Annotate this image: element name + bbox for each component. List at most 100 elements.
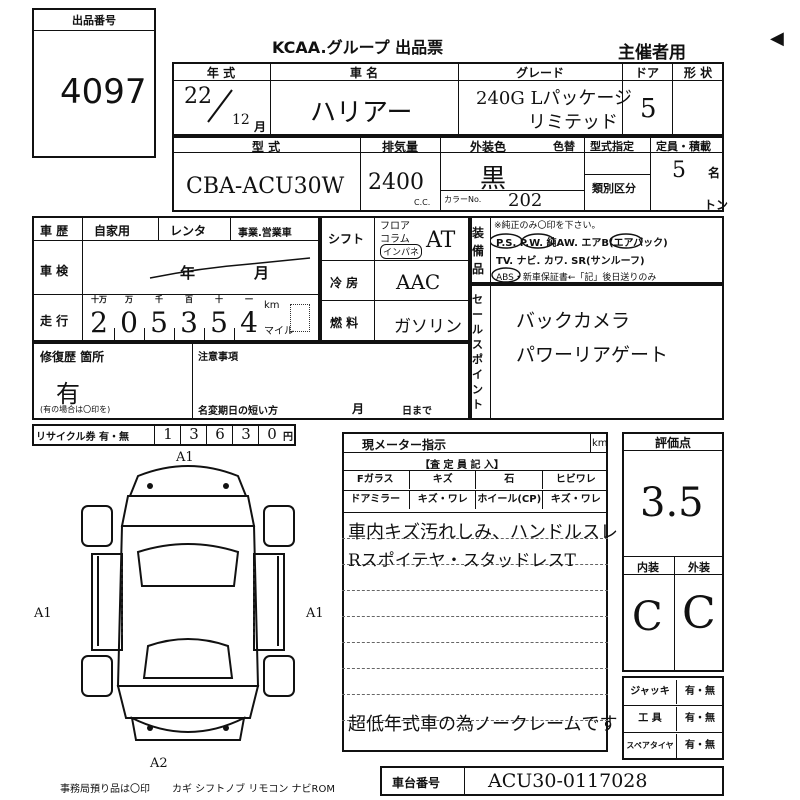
inspection-year-unit: 年 (180, 264, 196, 282)
tool-label-1: 工 具 (624, 707, 677, 731)
remark-ruling (342, 668, 608, 669)
history-label: 車 歴 (40, 224, 69, 238)
vehicle-diagram (81, 465, 295, 741)
year-value: 22 (184, 84, 212, 109)
remark-lines (342, 512, 608, 752)
mileage-digit-2: 5 (150, 306, 168, 339)
category-no-label: 類別区分 (592, 182, 636, 195)
damage-check-1: キズ (408, 470, 477, 489)
ac-value: AAC (396, 270, 441, 294)
equipment-circles (490, 233, 643, 283)
interior-value: C (632, 594, 663, 640)
remark-ruling (342, 720, 608, 721)
capacity-value: 5 (672, 158, 686, 183)
diagram-mark-front: A1 (176, 450, 194, 465)
corner-mark: ◀ (770, 28, 784, 49)
diagram-mark-rear: A2 (150, 756, 168, 771)
year-month-unit: 月 (254, 120, 267, 134)
sales-point-box (470, 284, 724, 420)
usage-option-private: 自家用 (94, 224, 131, 238)
keys-label: カギ シフトノブ リモコン ナビROM (172, 784, 335, 795)
doors-label: ドア (634, 66, 659, 80)
shift-label: シフト (328, 232, 365, 246)
remark-ruling (342, 590, 608, 591)
remark-line-3: 超低年式車の為ノークレームです (348, 714, 618, 735)
sales-point-vertical-label: セールスポイント (472, 293, 483, 411)
grade-label: グレード (515, 66, 564, 80)
color-value: 黒 (480, 164, 507, 194)
evaluation-score: 3.5 (640, 480, 704, 526)
recycle-digit-1: 3 (180, 424, 207, 444)
equipment-line3: ABS・新車保証書←「記」後日送りのみ (496, 273, 657, 283)
tool-value-1: 有・無 (685, 713, 715, 724)
shift-option-panel: インパネ (380, 244, 423, 259)
tool-value-0: 有・無 (685, 686, 715, 697)
displacement-label: 排気量 (381, 140, 418, 154)
ton-unit: トン (704, 198, 729, 212)
mileage-digit-4: 5 (210, 306, 228, 339)
remark-line-2: Rスポイテヤ・スタッドレスT (348, 551, 576, 571)
remark-ruling (342, 694, 608, 695)
tool-value-2: 有・無 (685, 740, 715, 751)
recycle-digit-2: 6 (206, 424, 233, 444)
lot-number: 4097 (60, 72, 147, 112)
inspection-month-unit: 月 (254, 264, 270, 282)
sales-point-item-1: バックカメラ (516, 310, 631, 332)
diagram-mark-left: A1 (34, 606, 52, 621)
ext-color-label: 外装色 (470, 140, 507, 154)
interior-label: 内装 (637, 561, 659, 574)
remark-ruling (342, 642, 608, 643)
recycle-label: リサイクル券 有・無 (36, 432, 129, 443)
equipment-line1: P.S. P.W. 純AW. エアB(エアバック) (496, 238, 668, 249)
person-unit: 名 (708, 166, 721, 180)
mileage-digit-5: 4 (240, 306, 258, 339)
mileage-unit-1: 万 (125, 295, 133, 304)
inspection-short-label: 名変期日の短い方 (198, 406, 278, 417)
year-month-value: 12 (232, 112, 250, 128)
chassis-value: ACU30-0117028 (488, 770, 648, 792)
shape-label: 形 状 (683, 66, 713, 80)
mile-label: マイル (264, 326, 294, 337)
type-spec-label: 型式指定 (590, 140, 634, 153)
car-name-value: ハリアー (310, 98, 413, 128)
mileage-unit-5: 一 (245, 295, 253, 304)
recycle-digit-3: 3 (232, 424, 259, 444)
meter-label: 現メーター指示 (362, 438, 447, 452)
sales-point-item-2: パワーリアゲート (516, 344, 669, 366)
caution-label: 注意事項 (198, 352, 238, 363)
fuel-label: 燃 料 (330, 316, 359, 330)
exterior-label: 外装 (688, 561, 710, 574)
equipment-vertical-label: 装備品 (472, 226, 485, 276)
shift-box (320, 216, 470, 342)
recycle-digit-0: 1 (154, 424, 181, 444)
meter-box (342, 432, 608, 752)
tool-label-2: スペアタイヤ (624, 734, 677, 758)
capacity-label: 定員・積載 (656, 140, 711, 153)
doors-value: 5 (640, 94, 657, 124)
meter-km: km (592, 438, 608, 449)
diagram-mark-right: A1 (306, 606, 324, 621)
exterior-value: C (682, 588, 716, 639)
displacement-value: 2400 (368, 170, 424, 195)
mile-checkbox[interactable] (290, 304, 310, 332)
lot-label: 出品番号 (72, 14, 116, 27)
usage-option-rental: レンタ (170, 224, 207, 238)
damage-check-b-0: ドアミラー (350, 494, 401, 505)
mileage-unit-4: 十 (215, 295, 223, 304)
color-no-label: カラーNo. (444, 195, 482, 204)
chassis-box (380, 766, 724, 796)
mileage-unit-3: 百 (185, 295, 193, 304)
remark-ruling (342, 538, 608, 539)
equipment-line2: TV. ナビ. カワ. SR(サンルーフ) (496, 256, 645, 267)
recycle-unit: 円 (283, 432, 293, 443)
usage-box (32, 216, 320, 342)
recycle-digit-4: 0 (258, 424, 285, 444)
model-label: 型 式 (251, 140, 281, 154)
shift-option-floor: フロア (380, 221, 410, 232)
repair-day-until: 日まで (402, 406, 432, 417)
mileage-digit-3: 3 (180, 306, 198, 339)
remark-ruling (342, 564, 608, 565)
row2-box (172, 136, 724, 212)
